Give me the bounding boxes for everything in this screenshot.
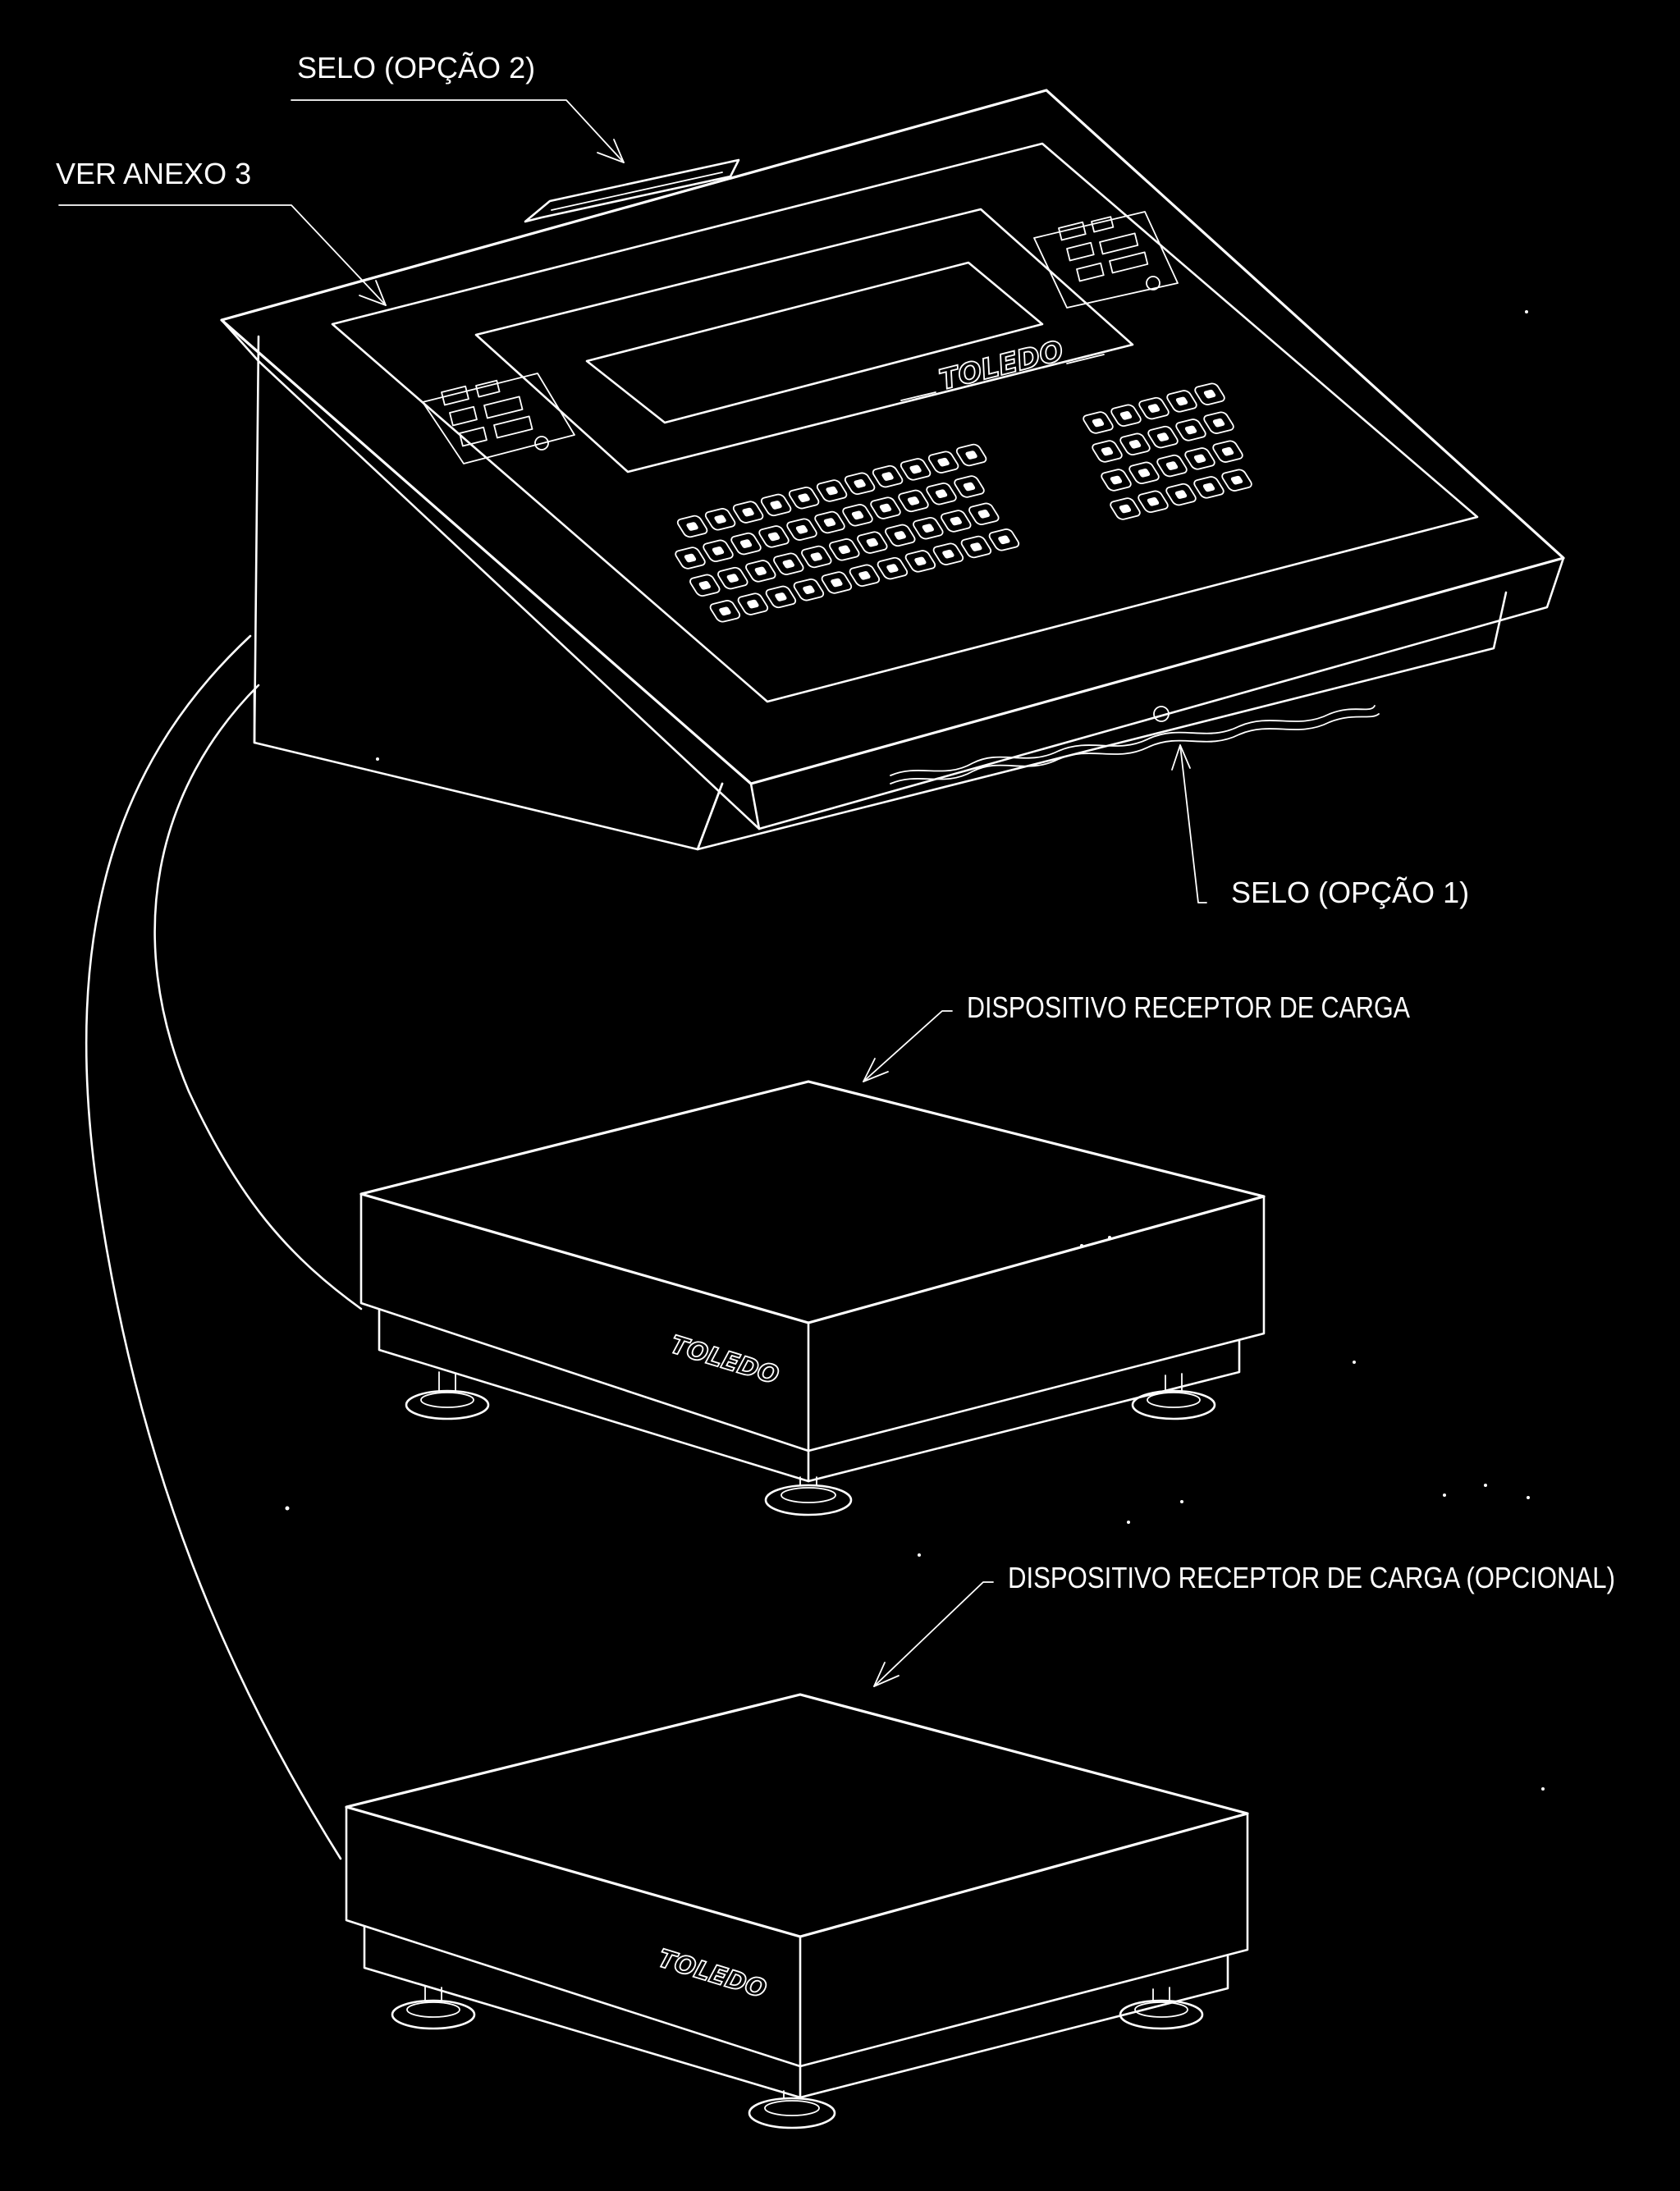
key xyxy=(828,538,862,561)
callouts: SELO (OPÇÃO 2) VER ANEXO 3 SELO (OPÇÃO 1… xyxy=(56,51,1615,1686)
key xyxy=(772,552,806,575)
key xyxy=(1137,490,1170,513)
scan-noise xyxy=(285,310,1545,1791)
key xyxy=(959,535,993,558)
key xyxy=(800,545,834,568)
key xyxy=(884,524,918,547)
key xyxy=(675,515,709,537)
key xyxy=(702,539,735,562)
label-see-annex-3: VER ANEXO 3 xyxy=(56,157,251,190)
key xyxy=(1110,404,1143,427)
key xyxy=(871,465,904,488)
key xyxy=(792,579,826,601)
key xyxy=(897,489,931,512)
key xyxy=(1147,426,1180,449)
key xyxy=(1109,497,1142,520)
key xyxy=(787,487,821,510)
key xyxy=(744,560,778,583)
key xyxy=(953,475,986,498)
key xyxy=(764,585,798,608)
key xyxy=(1192,476,1226,499)
key xyxy=(1138,397,1171,420)
platform-2-foot xyxy=(392,1986,474,2029)
key xyxy=(904,550,937,573)
key xyxy=(987,528,1021,551)
key xyxy=(1165,390,1199,413)
terminal-brand-logo: TOLEDO xyxy=(936,335,1067,397)
platform-1-foot xyxy=(406,1372,488,1419)
label-load-receptor-optional: DISPOSITIVO RECEPTOR DE CARGA (OPCIONAL) xyxy=(1008,1561,1615,1594)
key xyxy=(813,510,847,533)
display-window xyxy=(476,209,1133,472)
key xyxy=(925,483,959,505)
key xyxy=(1119,432,1152,455)
key xyxy=(1202,411,1236,434)
key xyxy=(716,567,750,590)
platform-2-foot xyxy=(749,2091,835,2128)
key xyxy=(703,508,737,531)
key xyxy=(1091,440,1124,463)
key xyxy=(1174,419,1208,441)
left-function-keypad xyxy=(423,373,574,464)
key xyxy=(1128,461,1161,484)
terminal-bezel xyxy=(222,90,1563,784)
key xyxy=(869,496,903,519)
key xyxy=(731,501,765,524)
key xyxy=(912,517,945,540)
right-function-keypad xyxy=(1034,212,1178,308)
key xyxy=(785,518,819,541)
key xyxy=(1183,447,1217,470)
key xyxy=(927,451,960,473)
terminal-face xyxy=(332,144,1477,702)
platform-2-top xyxy=(346,1695,1247,1937)
key xyxy=(708,600,742,623)
platform-1-top xyxy=(361,1082,1264,1323)
key xyxy=(1100,469,1133,492)
key xyxy=(968,502,1001,525)
key xyxy=(1082,411,1115,434)
key xyxy=(1193,382,1227,405)
key xyxy=(841,504,875,527)
key xyxy=(820,571,854,594)
key xyxy=(736,592,770,615)
label-seal-option-2: SELO (OPÇÃO 2) xyxy=(297,51,535,85)
key xyxy=(674,547,707,569)
connection-cable xyxy=(86,636,361,1859)
key xyxy=(689,574,722,597)
key xyxy=(856,531,890,554)
key xyxy=(1165,483,1198,506)
key xyxy=(1220,469,1254,492)
load-receptor-platform-2: TOLEDO xyxy=(346,1695,1247,2128)
key xyxy=(758,525,791,548)
load-receptor-platform-1: TOLEDO xyxy=(361,1082,1264,1515)
key xyxy=(954,443,988,466)
seal-option-1-wire xyxy=(890,706,1375,775)
label-seal-option-1: SELO (OPÇÃO 1) xyxy=(1231,876,1469,909)
key xyxy=(899,458,932,481)
platform-1-brand-logo: TOLEDO xyxy=(667,1330,782,1390)
alphanumeric-keyboard xyxy=(674,443,1021,622)
key xyxy=(730,533,763,556)
key xyxy=(932,542,965,565)
key xyxy=(1156,455,1189,478)
numeric-keypad xyxy=(1082,382,1254,520)
key xyxy=(848,564,881,587)
platform-1-foot xyxy=(1133,1374,1215,1419)
weighing-terminal: TOLEDO xyxy=(222,90,1563,849)
platform-1-foot xyxy=(766,1477,851,1515)
key xyxy=(940,510,973,533)
label-load-receptor: DISPOSITIVO RECEPTOR DE CARGA xyxy=(967,990,1410,1024)
key xyxy=(876,557,909,580)
seal-option-2-tab xyxy=(525,160,739,222)
platform-2-foot xyxy=(1120,1987,1202,2029)
display-screen xyxy=(587,263,1042,423)
key xyxy=(843,472,877,495)
key xyxy=(759,493,793,516)
key xyxy=(1211,440,1245,463)
platform-2-brand-logo: TOLEDO xyxy=(655,1944,770,2004)
key xyxy=(815,479,849,502)
